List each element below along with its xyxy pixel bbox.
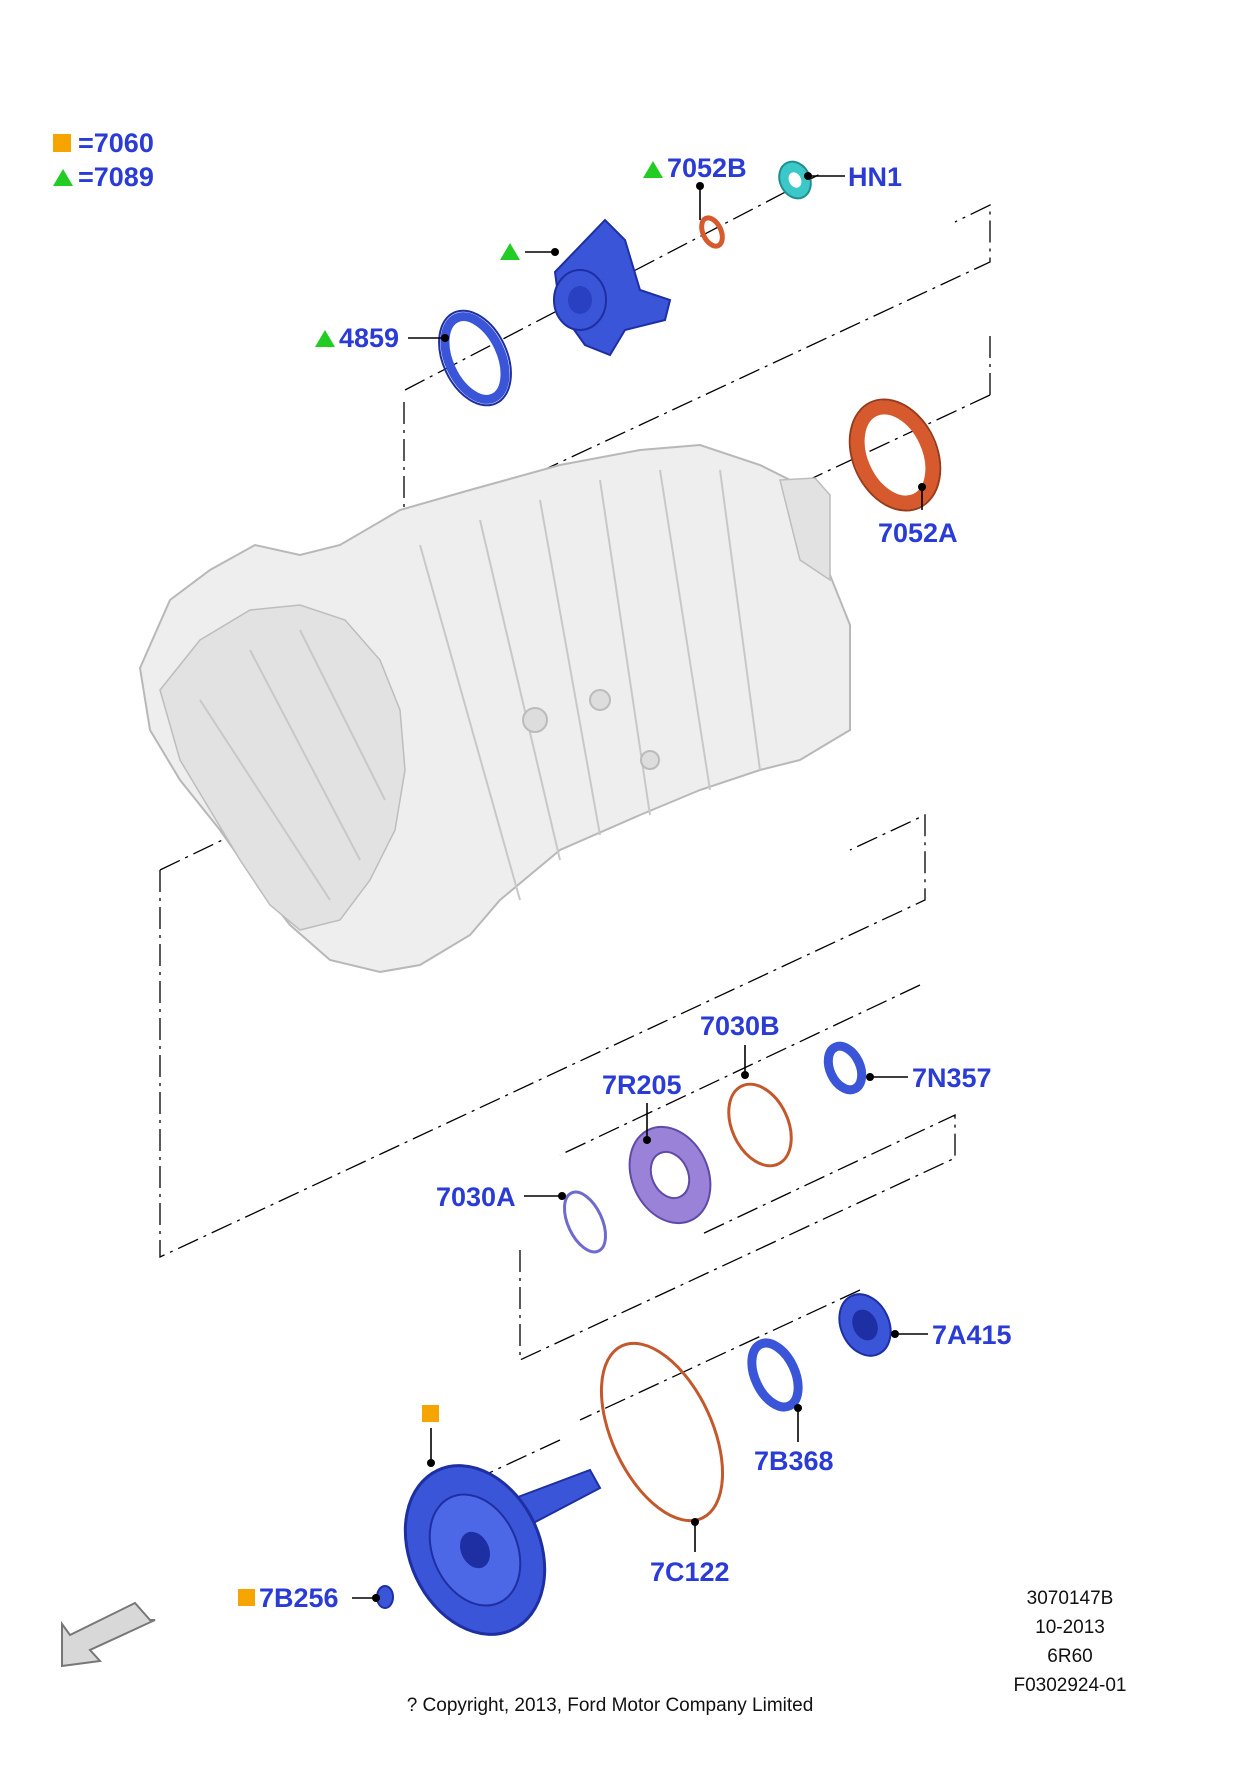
transmission-housing xyxy=(138,443,851,974)
callout-7B256-label: 7B256 xyxy=(259,1583,339,1613)
info-drawing-number: 3070147B xyxy=(1027,1588,1114,1609)
info-model: 6R60 xyxy=(1047,1646,1092,1667)
legend-7060-label: =7060 xyxy=(78,128,154,158)
part-7060-output-shaft xyxy=(403,1464,602,1636)
part-HN1-nut xyxy=(778,160,812,200)
part-7A415-hub xyxy=(838,1293,892,1357)
callouts: 7052B HN1 4859 7052A 7030B 7N357 7R205 7… xyxy=(238,153,1012,1613)
drawing-info: 3070147B 10-2013 6R60 F0302924-01 xyxy=(1013,1588,1126,1696)
callout-7052B-triangle xyxy=(643,161,663,178)
part-7030A-snap-ring xyxy=(562,1190,608,1254)
legend-triangle-marker xyxy=(53,169,73,186)
callout-7030B-label: 7030B xyxy=(700,1011,780,1041)
orientation-arrow-icon xyxy=(61,1601,156,1668)
legend-7089-label: =7089 xyxy=(78,162,154,192)
callout-7R205-label: 7R205 xyxy=(602,1070,682,1100)
callout-HN1-label: HN1 xyxy=(848,162,902,192)
part-7N357-washer xyxy=(823,1041,867,1095)
callout-7052B-label: 7052B xyxy=(667,153,747,183)
part-7B368-washer xyxy=(747,1338,803,1412)
info-reference: F0302924-01 xyxy=(1013,1675,1126,1696)
callout-7B256-square xyxy=(238,1589,255,1606)
part-7R205-bearing xyxy=(628,1125,712,1225)
callout-7A415-label: 7A415 xyxy=(932,1320,1012,1350)
part-7030B-snap-ring xyxy=(727,1082,793,1168)
copyright-notice: ? Copyright, 2013, Ford Motor Company Li… xyxy=(407,1695,814,1716)
callout-7N357-label: 7N357 xyxy=(912,1063,992,1093)
part-7089-flange xyxy=(553,218,672,357)
part-7052B-o-ring xyxy=(699,215,725,249)
part-7052A-seal xyxy=(848,398,942,512)
callout-7052A-label: 7052A xyxy=(878,518,958,548)
part-7C122-ring xyxy=(599,1341,725,1523)
callout-4859-triangle xyxy=(315,330,335,347)
part-4859-seal xyxy=(438,309,512,407)
callout-7B368-label: 7B368 xyxy=(754,1446,834,1476)
callout-7030A-label: 7030A xyxy=(436,1182,516,1212)
legend-square-marker xyxy=(53,134,71,152)
callout-flange-triangle xyxy=(500,243,520,260)
callout-4859-label: 4859 xyxy=(339,323,399,353)
callout-shaft-square xyxy=(422,1405,439,1422)
legend: =7060 =7089 xyxy=(53,128,154,192)
info-date: 10-2013 xyxy=(1035,1617,1105,1638)
callout-7C122-label: 7C122 xyxy=(650,1557,730,1587)
